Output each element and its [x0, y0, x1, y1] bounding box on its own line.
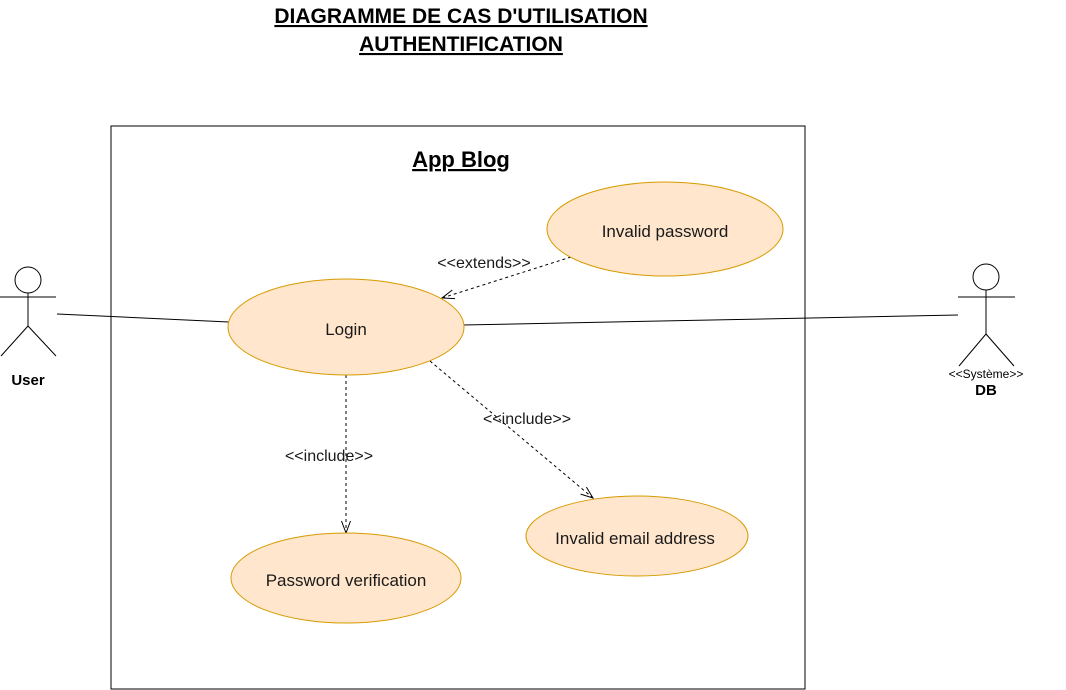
- extends-relation-label: <<extends>>: [437, 255, 530, 272]
- actor-user-head: [14, 266, 42, 294]
- include-password-relation-label: <<include>>: [285, 448, 373, 465]
- usecase-invalid-password[interactable]: Invalid password: [546, 181, 784, 277]
- db-login-association[interactable]: [462, 314, 959, 326]
- usecase-invalid-email-label: Invalid email address: [555, 529, 715, 548]
- actor-db-head: [972, 263, 1000, 291]
- usecase-login-label: Login: [325, 320, 367, 339]
- system-boundary-title: App Blog: [412, 147, 510, 172]
- actor-user-left-leg: [0, 325, 29, 357]
- include-email-arrow-head: [580, 486, 595, 499]
- actor-db-stereotype: <<Système>>: [949, 367, 1024, 381]
- usecase-password-verification[interactable]: Password verification: [230, 532, 462, 624]
- usecase-invalid-email-shape: [525, 495, 749, 577]
- actor-user-name: User: [11, 372, 45, 389]
- diagram-title-line1: DIAGRAMME DE CAS D'UTILISATION: [274, 5, 647, 28]
- actor-db-left-leg: [958, 333, 987, 367]
- usecase-invalid-password-label: Invalid password: [602, 222, 729, 241]
- actor-user[interactable]: User: [0, 266, 57, 389]
- extends-relation-line[interactable]: [441, 256, 572, 299]
- usecase-password-verification-shape: [230, 532, 462, 624]
- extends-arrow-head: [440, 289, 456, 300]
- usecase-invalid-password-shape: [546, 181, 784, 277]
- actor-db-right-leg: [985, 333, 1015, 367]
- diagram-title-line2: AUTHENTIFICATION: [359, 33, 563, 56]
- usecase-login-shape: [227, 278, 465, 376]
- usecase-login[interactable]: Login: [227, 278, 465, 376]
- usecase-invalid-email[interactable]: Invalid email address: [525, 495, 749, 577]
- actor-user-right-leg: [27, 325, 57, 357]
- actor-db[interactable]: <<Système>> DB: [949, 263, 1024, 399]
- include-email-relation-label: <<include>>: [483, 411, 571, 428]
- user-login-association[interactable]: [56, 313, 230, 323]
- actor-db-name: DB: [975, 382, 997, 399]
- usecase-password-verification-label: Password verification: [266, 571, 427, 590]
